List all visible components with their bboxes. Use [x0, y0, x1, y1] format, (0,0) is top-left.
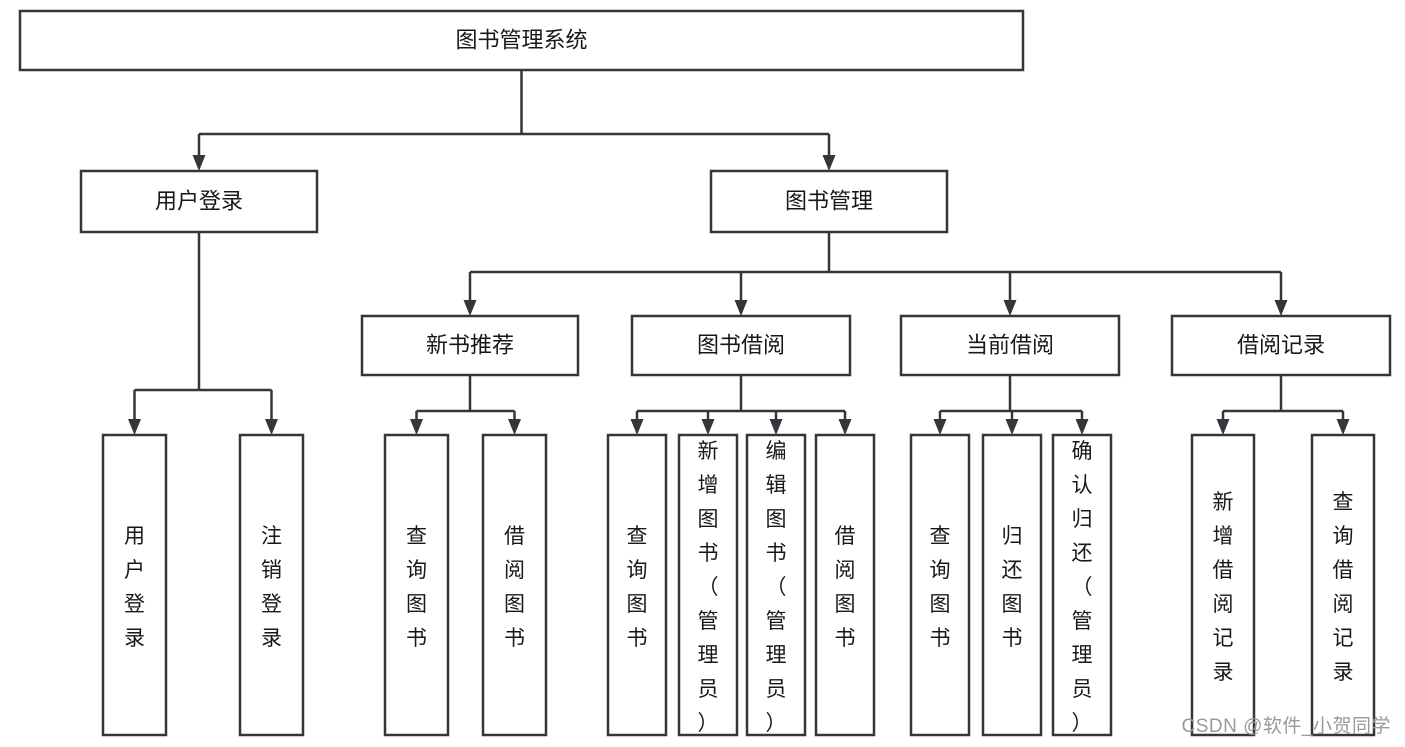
node-current-borrow[interactable]: 当前借阅	[899, 314, 1121, 377]
node-label-leaf-edit-book-admin: 编辑图书（管理员）	[766, 440, 787, 735]
node-leaf-query-book-rec[interactable]: 查询图书	[383, 433, 450, 737]
node-label-leaf-add-borrow-record: 新增借阅记录	[1213, 491, 1234, 684]
node-label-borrow-record: 借阅记录	[1237, 332, 1325, 357]
node-label-leaf-user-login: 用户登录	[124, 525, 145, 650]
node-label-leaf-query-book-borrow: 查询图书	[627, 525, 648, 650]
node-layer: 图书管理系统用户登录图书管理新书推荐图书借阅当前借阅借阅记录用户登录注销登录查询…	[18, 9, 1392, 737]
node-leaf-edit-book-admin[interactable]: 编辑图书（管理员）	[745, 433, 807, 737]
node-leaf-query-borrow-record[interactable]: 查询借阅记录	[1310, 433, 1376, 737]
node-borrow-record[interactable]: 借阅记录	[1170, 314, 1392, 377]
node-box-root	[18, 9, 1025, 72]
node-box-leaf-add-borrow-record	[1190, 433, 1256, 737]
arrow-head-icon	[128, 419, 141, 435]
node-box-leaf-query-book-borrow	[606, 433, 668, 737]
node-leaf-return-book[interactable]: 归还图书	[981, 433, 1043, 737]
connector-layer	[128, 70, 1350, 435]
node-box-new-book-recommend	[360, 314, 580, 377]
arrow-head-icon	[838, 419, 852, 435]
node-label-leaf-query-book-rec: 查询图书	[406, 525, 427, 650]
node-box-leaf-confirm-return-admin	[1051, 433, 1113, 737]
node-leaf-borrow-book-rec[interactable]: 借阅图书	[481, 433, 548, 737]
node-book-borrow[interactable]: 图书借阅	[630, 314, 852, 377]
node-leaf-logout[interactable]: 注销登录	[238, 433, 305, 737]
arrow-head-icon	[1274, 300, 1288, 316]
node-box-leaf-add-book-admin	[677, 433, 739, 737]
arrow-head-icon	[265, 419, 278, 435]
arrow-head-icon	[734, 300, 748, 316]
node-label-current-borrow: 当前借阅	[966, 332, 1054, 357]
arrow-head-icon	[1003, 300, 1017, 316]
node-box-leaf-user-login	[101, 433, 168, 737]
node-leaf-add-borrow-record[interactable]: 新增借阅记录	[1190, 433, 1256, 737]
node-leaf-add-book-admin[interactable]: 新增图书（管理员）	[677, 433, 739, 737]
arrow-head-icon	[630, 419, 644, 435]
node-leaf-query-book-borrow[interactable]: 查询图书	[606, 433, 668, 737]
node-label-leaf-query-borrow-record: 查询借阅记录	[1333, 491, 1354, 684]
arrow-head-icon	[1336, 419, 1350, 435]
node-label-leaf-return-book: 归还图书	[1002, 525, 1023, 650]
node-box-book-borrow	[630, 314, 852, 377]
node-label-leaf-borrow-book-rec: 借阅图书	[504, 525, 525, 650]
arrow-head-icon	[1005, 419, 1019, 435]
node-label-leaf-confirm-return-admin: 确认归还（管理员）	[1072, 440, 1093, 735]
node-box-user-login	[79, 169, 319, 234]
node-box-borrow-record	[1170, 314, 1392, 377]
node-box-leaf-edit-book-admin	[745, 433, 807, 737]
arrow-head-icon	[701, 419, 715, 435]
arrow-head-icon	[410, 419, 423, 435]
node-leaf-user-login[interactable]: 用户登录	[101, 433, 168, 737]
node-book-manage[interactable]: 图书管理	[709, 169, 949, 234]
node-box-leaf-borrow-book	[814, 433, 876, 737]
node-box-leaf-query-borrow-record	[1310, 433, 1376, 737]
node-label-user-login: 用户登录	[155, 188, 243, 213]
arrow-head-icon	[933, 419, 947, 435]
node-box-leaf-borrow-book-rec	[481, 433, 548, 737]
node-user-login[interactable]: 用户登录	[79, 169, 319, 234]
node-box-leaf-query-book-cur	[909, 433, 971, 737]
node-box-leaf-logout	[238, 433, 305, 737]
node-label-leaf-logout: 注销登录	[261, 525, 282, 650]
node-label-root: 图书管理系统	[455, 27, 587, 52]
arrow-head-icon	[769, 419, 783, 435]
arrow-head-icon	[463, 300, 477, 316]
node-label-book-manage: 图书管理	[785, 188, 873, 213]
arrow-head-icon	[1216, 419, 1230, 435]
arrow-head-icon	[1075, 419, 1089, 435]
node-label-leaf-query-book-cur: 查询图书	[930, 525, 951, 650]
node-leaf-confirm-return-admin[interactable]: 确认归还（管理员）	[1051, 433, 1113, 737]
node-box-current-borrow	[899, 314, 1121, 377]
node-box-book-manage	[709, 169, 949, 234]
arrow-head-icon	[508, 419, 521, 435]
arrow-head-icon	[822, 155, 836, 171]
node-leaf-borrow-book[interactable]: 借阅图书	[814, 433, 876, 737]
node-root[interactable]: 图书管理系统	[18, 9, 1025, 72]
node-box-leaf-query-book-rec	[383, 433, 450, 737]
node-label-new-book-recommend: 新书推荐	[426, 332, 514, 357]
node-label-book-borrow: 图书借阅	[697, 332, 785, 357]
node-leaf-query-book-cur[interactable]: 查询图书	[909, 433, 971, 737]
node-label-leaf-add-book-admin: 新增图书（管理员）	[698, 440, 719, 735]
arrow-head-icon	[192, 155, 206, 171]
node-label-leaf-borrow-book: 借阅图书	[835, 525, 856, 650]
node-box-leaf-return-book	[981, 433, 1043, 737]
node-new-book-recommend[interactable]: 新书推荐	[360, 314, 580, 377]
